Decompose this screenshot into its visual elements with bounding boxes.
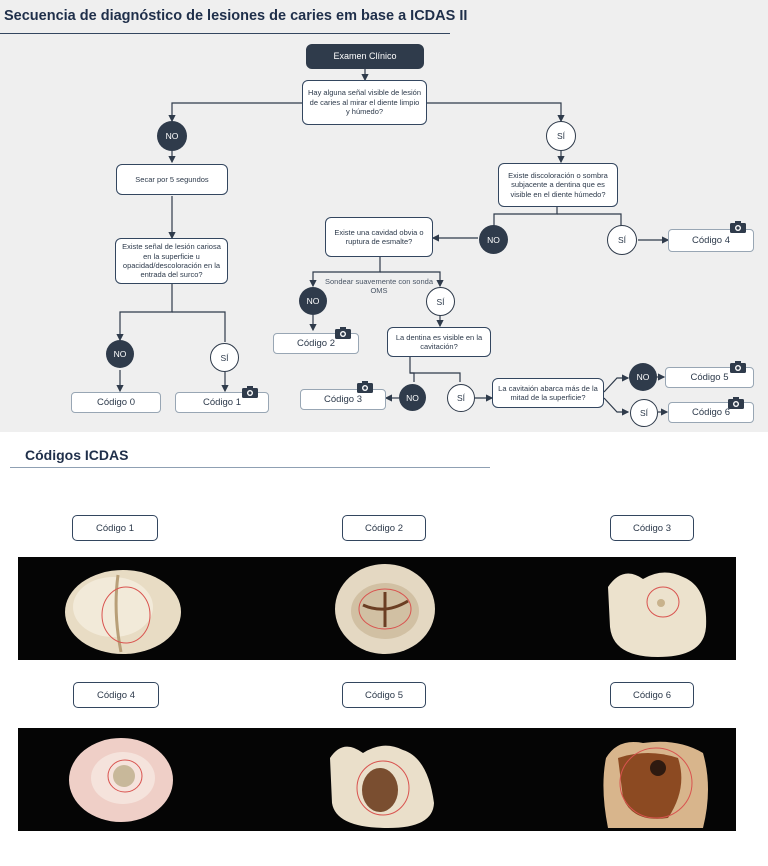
tooth-code-2-photo xyxy=(335,564,435,654)
question-visible-lesion: Hay alguna señal visible de lesión de ca… xyxy=(302,80,427,125)
gallery-label-3: Código 3 xyxy=(610,515,694,541)
tooth-code-6-photo xyxy=(603,741,708,828)
tooth-code-5-photo xyxy=(330,745,434,828)
si-node: SÍ xyxy=(426,287,455,316)
tooth-code-1-photo xyxy=(65,570,181,654)
camera-icon xyxy=(730,221,746,233)
camera-icon xyxy=(728,397,744,409)
si-node: SÍ xyxy=(546,121,576,151)
question-fissure: Existe señal de lesión cariosa en la sup… xyxy=(115,238,228,284)
si-node: SÍ xyxy=(210,343,239,372)
no-node: NO xyxy=(299,287,327,315)
camera-icon xyxy=(335,327,351,339)
photo-strip-top xyxy=(18,557,736,660)
question-half-surface: La cavitaión abarca más de la mitad de l… xyxy=(492,378,604,408)
question-cavity: Existe una cavidad obvia o ruptura de es… xyxy=(325,217,433,257)
no-node: NO xyxy=(399,384,426,411)
camera-icon xyxy=(357,381,373,393)
camera-icon xyxy=(242,386,258,398)
camera-icon xyxy=(730,361,746,373)
si-node: SÍ xyxy=(607,225,637,255)
code-3-box: Código 3 xyxy=(300,389,386,410)
start-box: Examen Clínico xyxy=(306,44,424,69)
gallery-label-4: Código 4 xyxy=(73,682,159,708)
no-node: NO xyxy=(479,225,508,254)
dry-step-box: Secar por 5 segundos xyxy=(116,164,228,195)
connector-lines xyxy=(116,69,670,416)
title-underline xyxy=(0,33,450,34)
si-node: SÍ xyxy=(630,399,658,427)
gallery-label-2: Código 2 xyxy=(342,515,426,541)
section-underline xyxy=(10,467,490,468)
photo-strip-bottom xyxy=(18,728,736,831)
code-4-box: Código 4 xyxy=(668,229,754,252)
no-node: NO xyxy=(157,121,187,151)
probe-step-text: Sondear suavemente con sonda OMS xyxy=(325,277,433,296)
si-node: SÍ xyxy=(447,384,475,412)
no-node: NO xyxy=(106,340,134,368)
no-node: NO xyxy=(629,363,657,391)
page-title: Secuencia de diagnóstico de lesiones de … xyxy=(4,8,468,24)
code-0-box: Código 0 xyxy=(71,392,161,413)
gallery-label-1: Código 1 xyxy=(72,515,158,541)
question-dentin-visible: La dentina es visible en la cavitación? xyxy=(387,327,491,357)
gallery-label-6: Código 6 xyxy=(610,682,694,708)
tooth-code-4-photo xyxy=(69,738,173,822)
flowchart: Secuencia de diagnóstico de lesiones de … xyxy=(0,0,768,432)
tooth-code-3-photo xyxy=(608,572,707,657)
question-shadow-dentin: Existe discoloración o sombra subjacente… xyxy=(498,163,618,207)
section-title: Códigos ICDAS xyxy=(25,447,129,463)
gallery-label-5: Código 5 xyxy=(342,682,426,708)
